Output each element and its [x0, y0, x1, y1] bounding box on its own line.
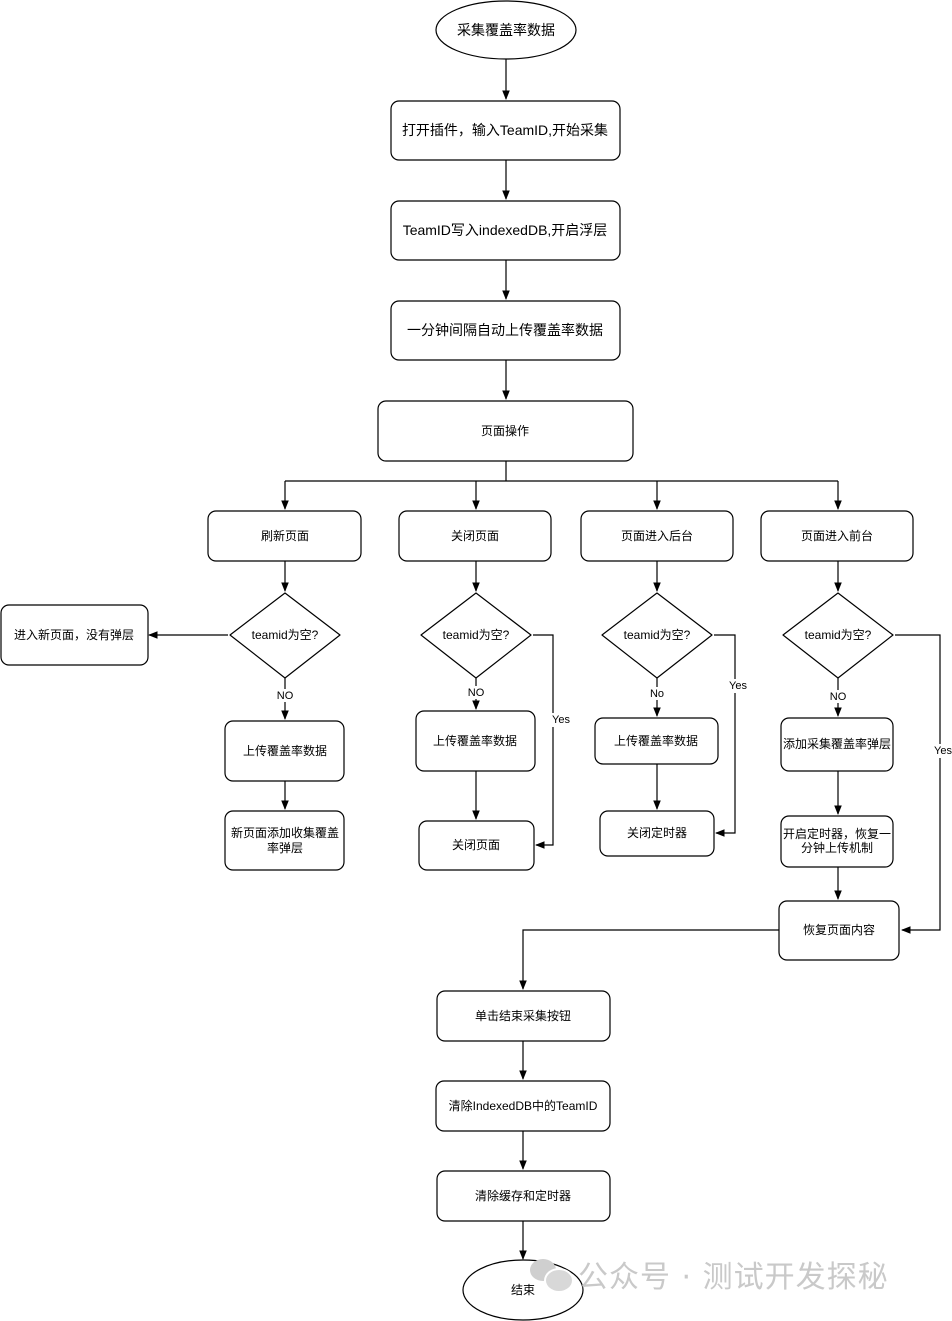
- node-upload-2: [415, 710, 536, 772]
- edge-label-no-2: NO: [468, 687, 485, 699]
- edge-label-no-3: No: [650, 688, 664, 700]
- node-auto-upload: [390, 300, 621, 361]
- label-upload-1: 上传覆盖率数据: [243, 743, 327, 758]
- label-clear-cache: 清除缓存和定时器: [475, 1188, 571, 1203]
- label-end: 结束: [511, 1283, 535, 1297]
- edge-label-no-1: NO: [277, 690, 294, 702]
- label-page-op: 页面操作: [481, 423, 529, 438]
- node-decision-1: [229, 592, 341, 679]
- label-refresh: 刷新页面: [261, 528, 309, 543]
- label-to-foreground: 页面进入前台: [801, 528, 873, 543]
- label-close-page: 关闭页面: [451, 529, 499, 543]
- node-write-db: [390, 200, 621, 261]
- watermark-text: 公众号 · 测试开发探秘: [578, 1260, 889, 1295]
- label-restore: 恢复页面内容: [803, 922, 875, 937]
- label-auto-upload: 一分钟间隔自动上传覆盖率数据: [407, 322, 603, 338]
- label-decision-1: teamid为空?: [252, 628, 319, 642]
- node-close-timer: [599, 810, 715, 857]
- node-page-op: [377, 400, 634, 462]
- node-upload-3: [594, 717, 719, 765]
- label-write-db: TeamID写入indexedDB,开启浮层: [403, 222, 608, 238]
- watermark: 公众号 · 测试开发探秘: [528, 1252, 889, 1296]
- node-to-foreground: [760, 510, 914, 562]
- label-new-page-no-layer: 进入新页面，没有弹层: [14, 627, 134, 642]
- node-refresh: [207, 510, 362, 562]
- label-new-page-layer-line1: 新页面添加收集覆盖: [231, 825, 339, 840]
- node-upload-1: [224, 720, 345, 782]
- label-start: 采集覆盖率数据: [457, 22, 555, 38]
- edge-label-yes-3: Yes: [729, 680, 747, 692]
- node-decision-4: [782, 592, 894, 679]
- node-open-plugin: [390, 100, 621, 161]
- edge-restore-clickend: [519, 929, 779, 990]
- node-clear-cache: [436, 1170, 611, 1222]
- node-decision-3: [601, 592, 713, 679]
- label-to-background: 页面进入后台: [621, 528, 693, 543]
- label-open-plugin: 打开插件，输入TeamID,开始采集: [402, 122, 608, 138]
- label-upload-2: 上传覆盖率数据: [433, 733, 517, 748]
- node-new-page-no-layer: [0, 604, 149, 666]
- node-close-page-end: [418, 820, 535, 871]
- node-to-background: [580, 510, 734, 562]
- label-start-timer-line1: 开启定时器，恢复一: [783, 826, 891, 841]
- node-start-timer: [780, 815, 894, 868]
- edge-label-yes-4: Yes: [934, 745, 952, 757]
- edge-decision2-yes: [533, 634, 554, 849]
- label-clear-db: 清除IndexedDB中的TeamID: [449, 1098, 598, 1113]
- edge-decision3-yes: [714, 634, 736, 837]
- node-decision-2: [420, 592, 532, 679]
- node-start: [435, 0, 577, 60]
- label-close-timer: 关闭定时器: [627, 825, 687, 840]
- node-clear-db: [435, 1080, 611, 1132]
- node-click-end: [436, 990, 611, 1042]
- node-restore: [778, 900, 900, 961]
- label-upload-3: 上传覆盖率数据: [614, 733, 698, 748]
- wechat-logo-icon: [528, 1257, 574, 1293]
- node-add-layer: [780, 717, 894, 772]
- edge-label-no-4: NO: [830, 691, 847, 703]
- edge-label-yes-2: Yes: [552, 714, 570, 726]
- label-start-timer-line2: 分钟上传机制: [801, 840, 873, 855]
- node-close-page: [398, 510, 552, 562]
- label-decision-2: teamid为空?: [443, 628, 510, 642]
- label-add-layer: 添加采集覆盖率弹层: [783, 736, 891, 751]
- node-new-page-layer: [224, 810, 345, 871]
- label-decision-3: teamid为空?: [624, 628, 691, 642]
- label-close-page-end: 关闭页面: [452, 838, 500, 852]
- label-new-page-layer-line2: 率弹层: [267, 840, 303, 855]
- edge-decision4-yes: [895, 634, 941, 934]
- label-click-end: 单击结束采集按钮: [475, 1008, 571, 1023]
- label-decision-4: teamid为空?: [805, 628, 872, 642]
